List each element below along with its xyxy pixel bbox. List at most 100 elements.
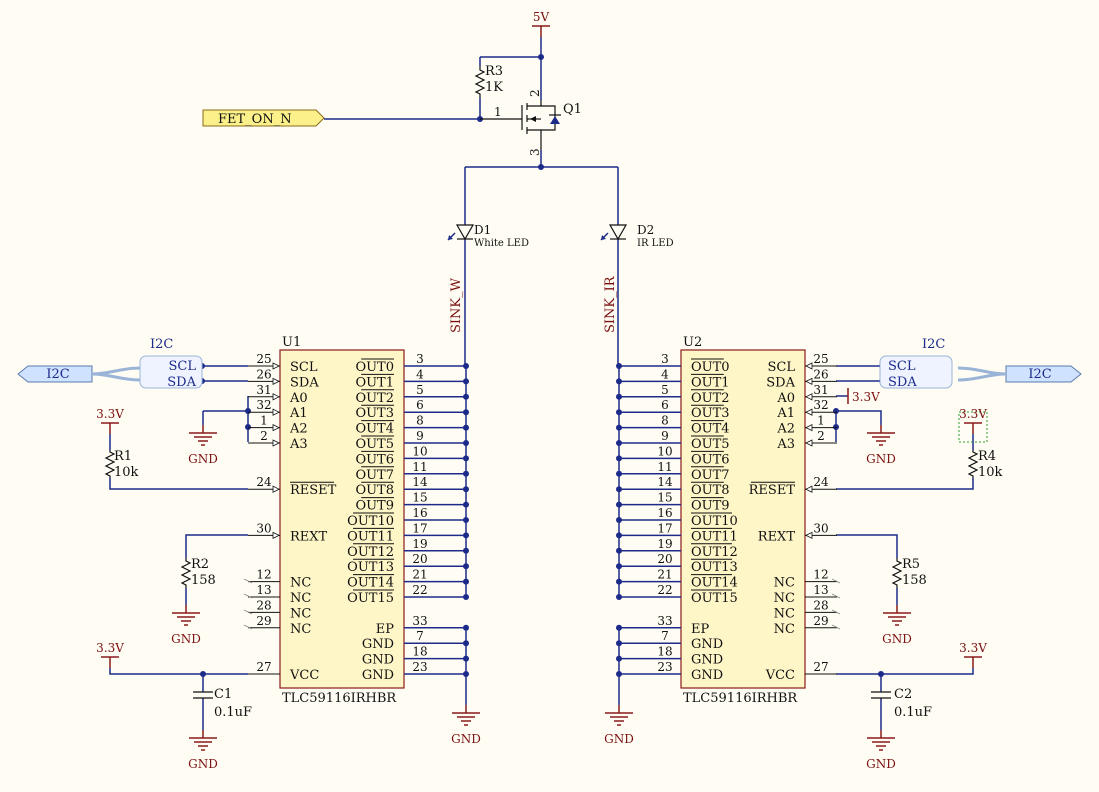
cap-c2 — [871, 691, 891, 699]
u1-pinnum: 24 — [256, 475, 272, 489]
u2-pin-a1: A1 — [776, 406, 795, 421]
u1-pin-nc: NC — [290, 622, 311, 637]
d1-value: White LED — [474, 238, 529, 249]
led-triangle — [608, 224, 628, 241]
resistor-r1 — [104, 450, 116, 478]
u2-pinnum: 2 — [817, 429, 825, 443]
u2-pin-nc: NC — [774, 576, 795, 591]
u1-outnum: 6 — [416, 398, 424, 412]
sink-w-label: SINK_W — [449, 277, 464, 333]
u1-gnd-3: GND — [362, 668, 394, 683]
u2-pinnum: 27 — [813, 660, 828, 674]
pin-arrow — [272, 485, 280, 493]
u1-outnum: 5 — [416, 383, 424, 397]
u2-outnum: 21 — [657, 568, 672, 582]
u1-out-11: OUT11 — [347, 529, 394, 544]
u1-gnd-0: EP — [376, 622, 394, 637]
u2-pin-nc: NC — [774, 606, 795, 621]
led-ray-head — [601, 235, 606, 240]
r2-ref: R2 — [191, 557, 209, 572]
u1-pin-nc: NC — [290, 576, 311, 591]
u1-out-14: OUT14 — [347, 576, 394, 591]
d1-ref: D1 — [474, 223, 491, 237]
u1-out-13: OUT13 — [347, 560, 394, 575]
u2-ref: U2 — [683, 335, 702, 350]
resistor-r3 — [474, 66, 486, 98]
u2-out-14: OUT14 — [691, 576, 738, 591]
r4-value: 10k — [978, 465, 1003, 480]
u2-gndnum: 7 — [661, 629, 669, 643]
u1-pinnum: 28 — [256, 598, 271, 612]
u1-pin-vcc: VCC — [289, 668, 319, 683]
ground-symbol: GND — [866, 425, 896, 466]
ground-label: GND — [882, 632, 912, 646]
r1-value: 10k — [114, 465, 139, 480]
i2c-port-right-label: I2C — [1028, 367, 1051, 382]
u1-outnum: 11 — [412, 460, 427, 474]
nc-mark — [243, 593, 253, 599]
u1-pinnum: 12 — [256, 568, 271, 582]
wire — [836, 410, 882, 425]
u2-pinnum: 28 — [813, 598, 828, 612]
u2-outnum: 8 — [661, 414, 669, 428]
u2-pin-rext: REXT — [758, 529, 796, 544]
u1-pin-a0: A0 — [289, 391, 308, 406]
power-3v3-r4: 3.3V — [959, 407, 987, 434]
ground-symbol: GND — [604, 705, 634, 746]
u1-gndnum: 33 — [412, 614, 427, 628]
u1-outnum: 19 — [412, 537, 427, 551]
fet-diode-leads — [541, 105, 556, 131]
r3-ref: R3 — [485, 64, 503, 79]
u2-pinnum: 32 — [813, 398, 828, 412]
u2-pin-scl: SCL — [768, 360, 796, 375]
ground-symbol: GND — [451, 705, 481, 746]
power-3v3-r4-label: 3.3V — [959, 407, 987, 421]
u1-pinnum: 26 — [256, 367, 271, 381]
pin-arrow — [805, 408, 813, 416]
ground-symbol: GND — [188, 425, 218, 466]
u1-outnum: 22 — [412, 583, 427, 597]
u1-pinnum: 32 — [256, 398, 271, 412]
u2-outnum: 22 — [657, 583, 672, 597]
u1-out-5: OUT5 — [355, 437, 394, 452]
i2c-scl-right: SCL — [888, 359, 916, 374]
pin-arrow — [272, 408, 280, 416]
u2-out-12: OUT12 — [691, 545, 738, 560]
u1-out-8: OUT8 — [355, 483, 394, 498]
fet-diode — [550, 116, 560, 124]
u1-pinnum: 27 — [256, 660, 271, 674]
r4-selection-box — [958, 411, 988, 443]
u1-out-3: OUT3 — [355, 406, 394, 421]
u1-pin-nc: NC — [290, 606, 311, 621]
u1-pinnum: 29 — [256, 614, 271, 628]
led-triangle — [455, 224, 475, 241]
u1-outnum: 17 — [412, 521, 427, 535]
i2c-harness-right — [957, 366, 1007, 382]
u1-gndnum: 18 — [412, 645, 427, 659]
nc-mark — [831, 593, 841, 599]
ground-label: GND — [171, 632, 201, 646]
ic-u1 — [248, 349, 466, 689]
ground-symbol: GND — [188, 730, 218, 771]
pin-arrow — [805, 531, 813, 540]
wire — [836, 668, 974, 675]
u1-pin-a1: A1 — [289, 406, 308, 421]
r4-ref: R4 — [978, 449, 996, 464]
u2-out-10: OUT10 — [691, 514, 738, 529]
u2-gnd-3: GND — [691, 668, 723, 683]
i2c-sda-right: SDA — [888, 375, 917, 390]
fet-on-net-flag — [202, 109, 325, 127]
u1-gnd-2: GND — [362, 653, 394, 668]
u1-pin-nc: NC — [290, 591, 311, 606]
u1-pinnum: 1 — [260, 414, 268, 428]
nc-mark — [243, 609, 253, 615]
u2-pinnum: 29 — [813, 614, 828, 628]
u2-out-2: OUT2 — [691, 391, 730, 406]
nc-mark — [831, 578, 841, 584]
power-3v3-c2: 3.3V — [959, 641, 987, 668]
u2-pinnum: 26 — [813, 367, 828, 381]
u2-out-11: OUT11 — [691, 529, 738, 544]
u2-out-0: OUT0 — [691, 360, 730, 375]
pin-arrow — [272, 531, 280, 540]
u1-outnum: 10 — [412, 444, 427, 458]
